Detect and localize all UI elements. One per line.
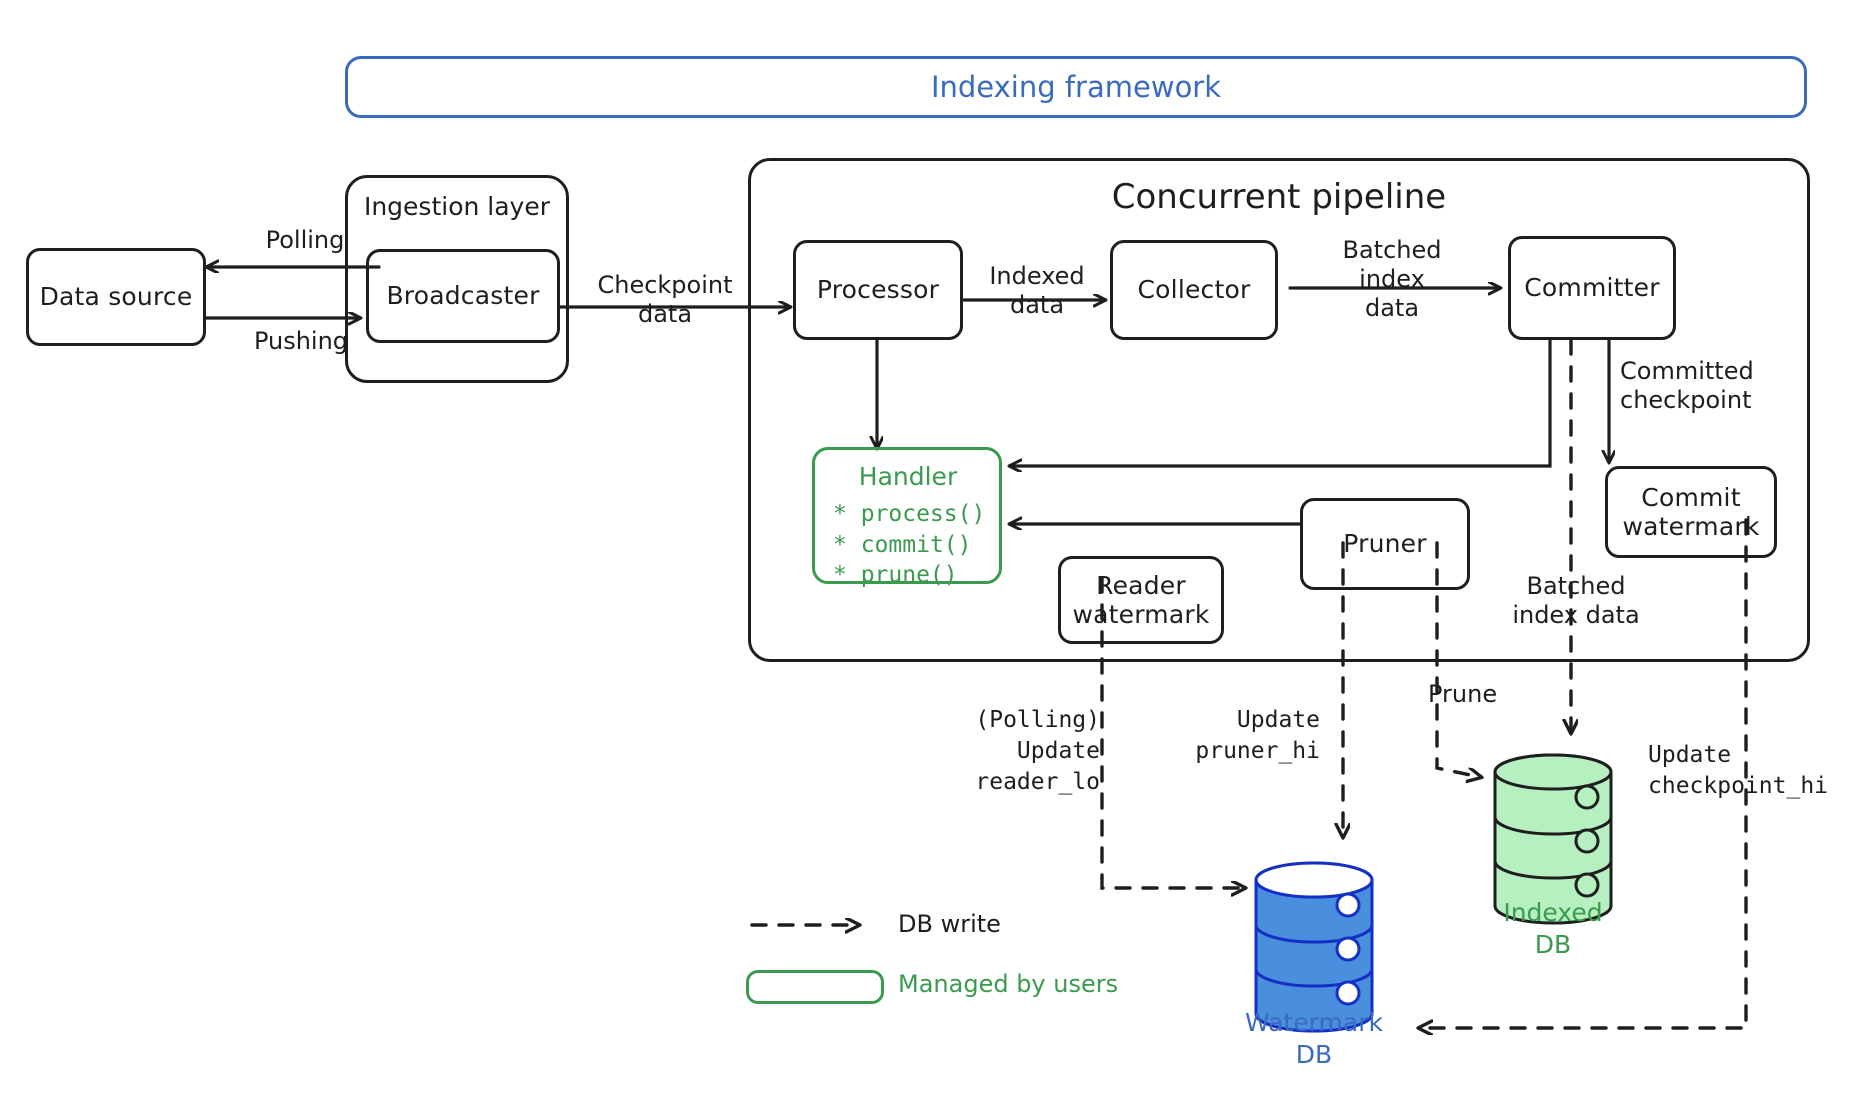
indexing-framework-label: Indexing framework <box>930 70 1222 104</box>
edge-label-prune: Prune <box>1428 680 1498 708</box>
data-source-label: Data source <box>39 282 193 312</box>
pruner-label: Pruner <box>1343 529 1427 559</box>
legend-managed-label: Managed by users <box>898 970 1119 998</box>
legend-db-write-label: DB write <box>898 910 1001 938</box>
indexed-db-line1: Indexed <box>1503 898 1603 927</box>
handler-title: Handler <box>858 462 958 491</box>
reader-watermark-line1: Reader <box>1096 570 1186 600</box>
node-broadcaster[interactable]: Broadcaster <box>366 249 560 343</box>
watermark-db-line1: Watermark <box>1245 1008 1383 1037</box>
indexed-db-line2: DB <box>1534 930 1572 959</box>
node-commit-watermark[interactable]: Commit watermark <box>1605 466 1777 558</box>
committer-label: Committer <box>1524 273 1660 303</box>
node-collector[interactable]: Collector <box>1110 240 1278 340</box>
commit-watermark-line2: watermark <box>1622 512 1760 541</box>
node-committer[interactable]: Committer <box>1508 236 1676 340</box>
broadcaster-label: Broadcaster <box>386 281 540 311</box>
node-reader-watermark[interactable]: Reader watermark <box>1058 556 1224 644</box>
concurrent-pipeline-title: Concurrent pipeline <box>1111 177 1447 217</box>
edge-label-indexed-data: Indexed data <box>989 262 1085 319</box>
collector-label: Collector <box>1137 275 1251 305</box>
node-pruner[interactable]: Pruner <box>1300 498 1470 590</box>
edge-label-update-checkpoint-hi: Update checkpoint_hi <box>1648 742 1829 800</box>
edge-label-update-pruner-hi: Update pruner_hi <box>1195 707 1320 765</box>
node-data-source[interactable]: Data source <box>26 248 206 346</box>
legend-managed-swatch <box>746 970 884 1004</box>
edge-label-update-reader-lo: (Polling) Update reader_lo <box>975 707 1100 796</box>
edge-label-batched-index-data-bottom: Batched index data <box>1512 572 1640 629</box>
edge-label-batched-index-data-top: Batched index data <box>1342 236 1442 322</box>
node-processor[interactable]: Processor <box>793 240 963 340</box>
ingestion-layer-group: Ingestion layer <box>345 175 569 383</box>
handler-method-process: * process() <box>833 501 986 527</box>
edge-label-polling: Polling <box>265 226 345 254</box>
handler-method-commit: * commit() <box>833 531 972 558</box>
concurrent-pipeline-group: Concurrent pipeline <box>748 158 1810 662</box>
commit-watermark-line1: Commit <box>1641 482 1741 512</box>
node-handler[interactable]: Handler * process() * commit() * prune() <box>812 447 1002 588</box>
handler-method-prune: * prune() <box>833 562 958 589</box>
edge-label-committed-checkpoint: Committed checkpoint <box>1620 357 1754 414</box>
edge-label-checkpoint-data: Checkpoint data <box>597 271 733 328</box>
watermark-db-line2: DB <box>1295 1040 1333 1069</box>
ingestion-layer-title: Ingestion layer <box>363 192 551 221</box>
processor-label: Processor <box>816 275 940 305</box>
reader-watermark-line2: watermark <box>1072 600 1210 629</box>
indexing-framework-frame: Indexing framework <box>345 56 1807 118</box>
edge-label-pushing: Pushing <box>253 327 349 355</box>
